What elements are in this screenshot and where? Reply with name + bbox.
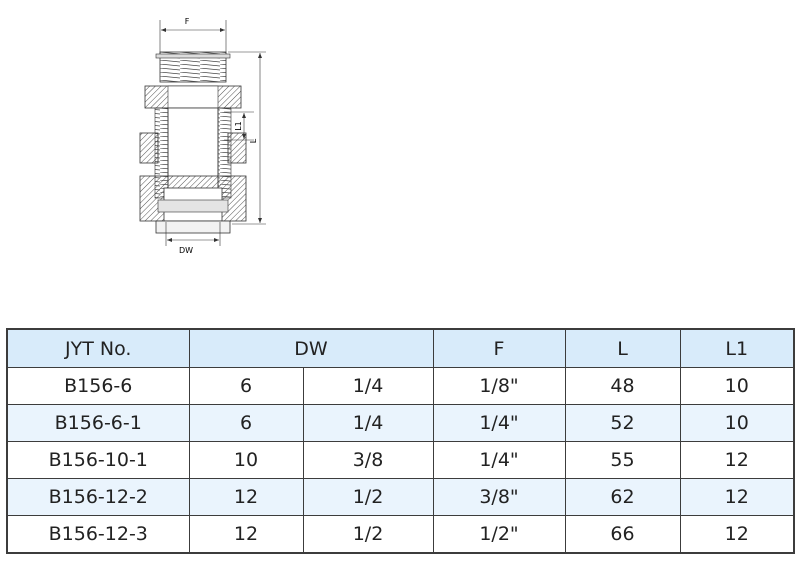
fitting-diagram-svg: F L1 bbox=[139, 17, 266, 255]
cell-jyt-no: B156-6-1 bbox=[6, 404, 190, 442]
cell-dw-in: 1/4 bbox=[302, 404, 434, 442]
cell-dw-in: 1/2 bbox=[302, 478, 434, 516]
cell-l1: 10 bbox=[679, 367, 795, 405]
cell-l: 55 bbox=[564, 441, 681, 479]
cell-dw-in: 3/8 bbox=[302, 441, 434, 479]
table-row: B156-12-2 12 1/2 3/8" 62 12 bbox=[6, 478, 795, 516]
cell-f: 1/2" bbox=[432, 515, 566, 554]
cell-l: 48 bbox=[564, 367, 681, 405]
spec-table: JYT No. DW F L L1 B156-6 6 1/4 1/8" 48 1… bbox=[6, 328, 796, 554]
table-row: B156-6 6 1/4 1/8" 48 10 bbox=[6, 367, 795, 405]
l1-dimension: L1 bbox=[224, 111, 254, 141]
f-dimension: F bbox=[159, 17, 227, 56]
cell-l1: 12 bbox=[679, 515, 795, 554]
dw-dimension-label: DW bbox=[179, 246, 193, 255]
cell-jyt-no: B156-6 bbox=[6, 367, 190, 405]
cell-dw-mm: 6 bbox=[188, 367, 304, 405]
header-f: F bbox=[432, 328, 566, 368]
table-row: B156-10-1 10 3/8 1/4" 55 12 bbox=[6, 441, 795, 479]
table-row: B156-12-3 12 1/2 1/2" 66 12 bbox=[6, 515, 795, 554]
l-dimension: L bbox=[228, 51, 266, 225]
cell-jyt-no: B156-10-1 bbox=[6, 441, 190, 479]
l1-dimension-label: L1 bbox=[234, 121, 243, 131]
cell-l: 66 bbox=[564, 515, 681, 554]
cell-f: 1/8" bbox=[432, 367, 566, 405]
fitting-drawing: F L1 bbox=[120, 8, 280, 258]
table-header-row: JYT No. DW F L L1 bbox=[6, 328, 795, 368]
fitting-body bbox=[139, 85, 247, 234]
header-l1: L1 bbox=[679, 328, 795, 368]
header-l: L bbox=[564, 328, 681, 368]
cell-f: 1/4" bbox=[432, 441, 566, 479]
table-row: B156-6-1 6 1/4 1/4" 52 10 bbox=[6, 404, 795, 442]
cell-dw-in: 1/2 bbox=[302, 515, 434, 554]
cell-dw-in: 1/4 bbox=[302, 367, 434, 405]
cell-l1: 12 bbox=[679, 478, 795, 516]
cell-dw-mm: 12 bbox=[188, 515, 304, 554]
f-dimension-label: F bbox=[185, 17, 190, 26]
header-dw: DW bbox=[188, 328, 434, 368]
cell-f: 1/4" bbox=[432, 404, 566, 442]
cell-l: 62 bbox=[564, 478, 681, 516]
cell-jyt-no: B156-12-2 bbox=[6, 478, 190, 516]
cell-l1: 10 bbox=[679, 404, 795, 442]
cell-f: 3/8" bbox=[432, 478, 566, 516]
dw-dimension: DW bbox=[165, 222, 221, 255]
cell-dw-mm: 12 bbox=[188, 478, 304, 516]
l-dimension-label: L bbox=[249, 138, 258, 143]
cell-l1: 12 bbox=[679, 441, 795, 479]
cell-l: 52 bbox=[564, 404, 681, 442]
header-jyt-no: JYT No. bbox=[6, 328, 190, 368]
cell-jyt-no: B156-12-3 bbox=[6, 515, 190, 554]
top-thread bbox=[155, 51, 231, 83]
cell-dw-mm: 6 bbox=[188, 404, 304, 442]
cell-dw-mm: 10 bbox=[188, 441, 304, 479]
